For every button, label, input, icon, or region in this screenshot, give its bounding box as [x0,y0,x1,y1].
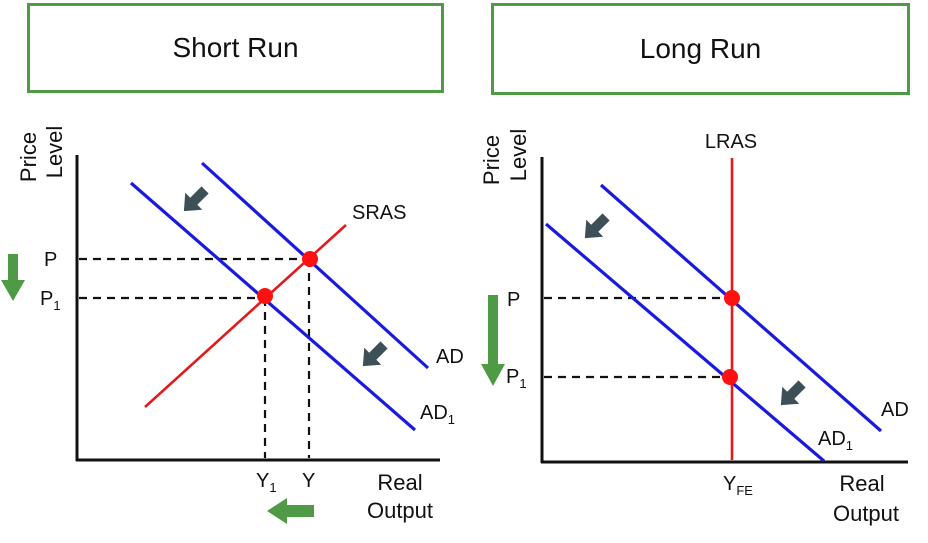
short-run-sras-curve [144,224,347,408]
arrow-down-left-icon [362,341,388,367]
short-run-title-box: Short Run [27,3,444,93]
arrow-down-left-icon [183,186,209,212]
short-run-equilibrium-new [257,288,273,304]
short-run-output-y1: Y1 [256,470,277,495]
long-run-ad1-label: AD1 [818,428,853,453]
short-run-ad1-curve [129,181,417,432]
long-run-price-p: P [507,289,520,311]
short-run-equilibrium-initial [302,251,318,267]
long-run-title-box: Long Run [491,3,910,95]
long-run-equilibrium-initial [724,290,740,306]
short-run-ad-curve [200,161,430,370]
long-run-x-label-output: Output [833,501,899,526]
short-run-title: Short Run [172,32,299,63]
long-run-output-yfe: YFE [723,473,753,498]
long-run-lras-label: LRAS [705,131,757,153]
arrow-down-left-icon [584,213,610,239]
long-run-price-p1: P1 [506,366,527,391]
long-run-ad-curve [599,183,883,433]
long-run-ad-label: AD [881,399,909,421]
long-run-y-label-price: Price [479,135,504,185]
short-run-price-p: P [44,249,57,271]
arrow-left-icon [267,498,314,524]
long-run-equilibrium-new [722,369,738,385]
short-run-sras-label: SRAS [352,202,406,224]
arrow-down-icon [481,295,505,386]
short-run-y-label-price: Price [16,132,41,182]
arrow-down-left-icon [780,380,806,406]
short-run-ad-label: AD [436,346,464,368]
short-run-price-p1: P1 [40,288,61,313]
long-run-x-label-real: Real [839,471,884,496]
short-run-x-label-output: Output [367,498,433,523]
short-run-panel: Price Level SRAS AD A [1,126,464,524]
short-run-y-label-level: Level [42,126,67,179]
long-run-panel: Price Level LRAS AD AD1 P P1 YFE Rea [479,129,909,526]
long-run-title: Long Run [639,33,762,64]
short-run-x-label-real: Real [377,470,422,495]
long-run-y-label-level: Level [506,129,531,182]
arrow-down-icon [1,254,25,301]
short-run-output-y: Y [302,470,315,492]
long-run-ad1-curve [544,222,826,463]
short-run-ad1-label: AD1 [420,402,455,427]
